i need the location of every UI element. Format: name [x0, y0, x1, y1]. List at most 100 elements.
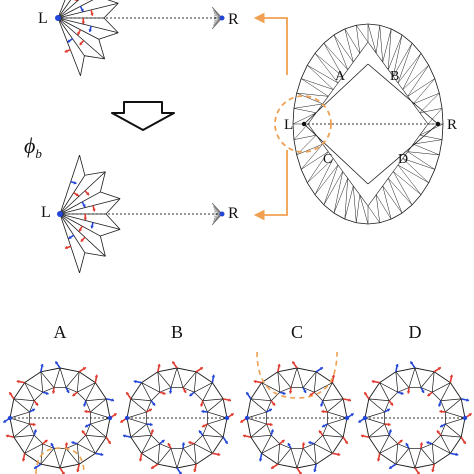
moment-arrowhead: [228, 398, 232, 402]
ball-strut: [250, 398, 272, 402]
ball-strut: [440, 434, 462, 438]
moment-arrowhead: [376, 458, 381, 462]
truss-strut: [419, 134, 443, 140]
bottom-diagram-a: [2, 360, 118, 474]
ball-outer: [277, 367, 298, 373]
bottom-diagram-d: [357, 360, 473, 474]
truss-outer: [356, 23, 369, 26]
moment-arrowhead: [287, 443, 291, 447]
truss-outer: [356, 222, 369, 225]
ball-inner: [388, 434, 399, 445]
moment-arrowhead: [133, 379, 137, 384]
moment-arrowhead: [61, 471, 65, 474]
truss-brace: [393, 34, 403, 77]
moment-arrowhead: [188, 441, 192, 445]
truss-outer: [300, 169, 308, 183]
moment-arrowhead: [319, 367, 323, 371]
ball-outer: [13, 382, 26, 400]
ball-inner: [384, 400, 390, 413]
fan-edge: [79, 252, 86, 273]
ball-strut: [445, 417, 466, 425]
ball-outer: [379, 371, 397, 384]
truss-outer: [306, 53, 316, 66]
moment-arrowhead: [388, 429, 392, 433]
truss-outer: [411, 42, 422, 54]
ball-strut: [141, 435, 152, 454]
truss-inner: [353, 53, 361, 63]
ball-inner: [322, 423, 328, 436]
ball-strut: [322, 434, 344, 438]
truss-region-d: D: [398, 152, 408, 167]
ball-outer: [368, 382, 381, 400]
truss-outer: [300, 65, 308, 79]
moment-arrowhead: [138, 458, 143, 462]
phi-b-label: ϕb: [24, 133, 42, 161]
moment-arrowhead: [348, 398, 352, 402]
truss-strut: [382, 28, 392, 63]
moment-arrowhead: [440, 424, 444, 428]
ball-strut: [141, 382, 160, 393]
moment-arrowhead: [149, 422, 153, 427]
moment-arrowhead: [81, 21, 86, 24]
truss-strut: [356, 25, 361, 54]
ball-strut: [90, 417, 111, 425]
truss-outer: [344, 24, 357, 30]
moment-arrowhead: [92, 208, 96, 212]
ball-inner: [159, 387, 172, 393]
moment-arrowhead: [83, 217, 88, 220]
truss-brace: [344, 28, 361, 54]
truss-shape-diagram: [292, 23, 444, 225]
moment-arrowhead: [466, 398, 470, 402]
moment-arrowhead: [9, 392, 13, 396]
ball-strut: [76, 371, 80, 393]
truss-outer: [379, 218, 392, 224]
ball-outer: [414, 367, 435, 373]
moment-arrowhead: [281, 440, 285, 443]
ball-strut: [130, 434, 152, 438]
ball-outer: [460, 398, 466, 419]
truss-strut: [323, 42, 343, 77]
ball-right-dot: [224, 415, 230, 421]
ball-inner: [302, 443, 315, 449]
moment-arrowhead: [199, 367, 203, 371]
ball-outer: [59, 463, 80, 469]
ball-inner: [270, 391, 281, 402]
truss-strut: [388, 34, 403, 70]
ball-outer: [94, 382, 107, 400]
truss-outer: [434, 78, 440, 94]
truss-strut: [397, 53, 422, 84]
moment-arrowhead: [193, 469, 197, 473]
truss-brace: [293, 123, 309, 140]
moment-arrowhead: [224, 440, 228, 444]
ball-inner: [420, 443, 433, 449]
ball-inner: [384, 423, 390, 436]
ball-strut: [322, 435, 333, 454]
truss-inner: [397, 82, 403, 90]
truss-outer: [390, 28, 403, 36]
top-left-node-label: L: [38, 10, 48, 27]
truss-inner: [342, 69, 348, 77]
ball-outer: [59, 367, 80, 373]
truss-brace: [397, 164, 429, 183]
ball-outer: [141, 371, 159, 384]
truss-strut: [314, 164, 339, 195]
moment-arrowhead: [77, 32, 81, 36]
ball-strut: [141, 382, 152, 401]
ball-strut: [246, 417, 267, 425]
fan-ray: [57, 17, 105, 60]
moment-arrowhead: [45, 391, 49, 395]
moment-arrowhead: [44, 440, 48, 443]
ball-inner: [440, 400, 446, 413]
moment-arrowhead: [427, 393, 431, 396]
truss-inner: [382, 178, 389, 187]
truss-strut: [301, 151, 329, 170]
ball-strut: [24, 443, 43, 454]
truss-outer: [367, 23, 380, 26]
moment-arrowhead: [78, 228, 83, 232]
ball-strut: [408, 448, 416, 469]
ball-strut: [202, 434, 224, 438]
ball-strut: [9, 417, 30, 425]
ball-strut: [13, 423, 30, 438]
truss-inner: [367, 194, 377, 207]
